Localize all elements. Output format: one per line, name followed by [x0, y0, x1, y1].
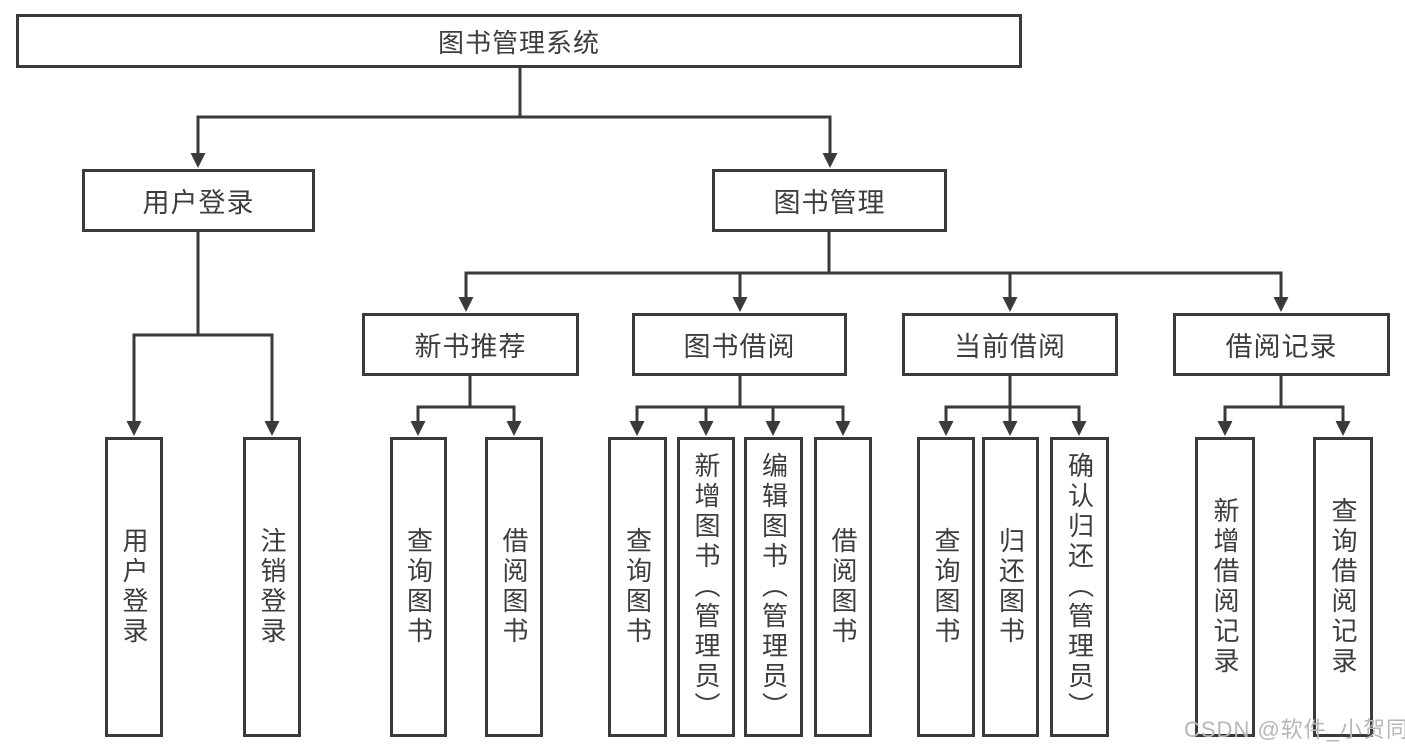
- leaf-label: 确认归还（管理员）: [1064, 452, 1095, 722]
- node-label: 图书借阅: [683, 332, 796, 362]
- node-library-management-system: 图书管理系统: [16, 14, 1022, 68]
- node-label: 用户登录: [142, 188, 255, 218]
- leaf-edit-books-admin: 编辑图书（管理员）: [744, 437, 803, 737]
- leaf-label: 新增图书（管理员）: [691, 452, 721, 722]
- leaf-label: 查询图书: [931, 527, 961, 647]
- leaf-query-books-borrowing: 查询图书: [608, 437, 667, 737]
- node-user-login: 用户登录: [82, 169, 315, 232]
- leaf-confirm-return-admin: 确认归还（管理员）: [1050, 437, 1109, 737]
- node-new-book-recommend: 新书推荐: [362, 313, 579, 376]
- leaf-logout: 注销登录: [243, 437, 301, 737]
- leaf-query-borrow-record: 查询借阅记录: [1313, 437, 1373, 737]
- leaf-label: 查询图书: [403, 527, 434, 647]
- node-label: 当前借阅: [954, 332, 1066, 362]
- leaf-label: 归还图书: [995, 527, 1026, 647]
- leaf-label: 借阅图书: [828, 527, 858, 647]
- node-book-borrowing: 图书借阅: [632, 313, 847, 376]
- leaf-label: 用户登录: [119, 527, 149, 647]
- node-borrow-records: 借阅记录: [1173, 313, 1390, 376]
- leaf-user-login: 用户登录: [105, 437, 163, 737]
- node-label: 图书管理系统: [437, 27, 600, 58]
- leaf-borrow-books-borrowing: 借阅图书: [814, 437, 872, 737]
- node-label: 借阅记录: [1225, 332, 1338, 362]
- node-current-borrowing: 当前借阅: [902, 313, 1118, 376]
- leaf-add-books-admin: 新增图书（管理员）: [677, 437, 735, 737]
- node-label: 新书推荐: [414, 332, 527, 362]
- leaf-label: 注销登录: [257, 527, 287, 647]
- csdn-watermark: CSDN @软件_小贺同学: [1184, 717, 1405, 742]
- leaf-label: 借阅图书: [499, 527, 529, 647]
- leaf-return-books: 归还图书: [982, 437, 1039, 737]
- leaf-query-books-current: 查询图书: [917, 437, 975, 737]
- leaf-label: 查询图书: [622, 527, 653, 647]
- leaf-label: 查询借阅记录: [1328, 497, 1358, 677]
- leaf-query-books-recommend: 查询图书: [390, 437, 447, 737]
- leaf-add-borrow-record: 新增借阅记录: [1195, 437, 1255, 737]
- leaf-label: 编辑图书（管理员）: [758, 452, 789, 722]
- node-label: 图书管理: [773, 188, 886, 218]
- leaf-borrow-books-recommend: 借阅图书: [485, 437, 543, 737]
- leaf-label: 新增借阅记录: [1210, 497, 1240, 677]
- node-book-management: 图书管理: [712, 169, 947, 232]
